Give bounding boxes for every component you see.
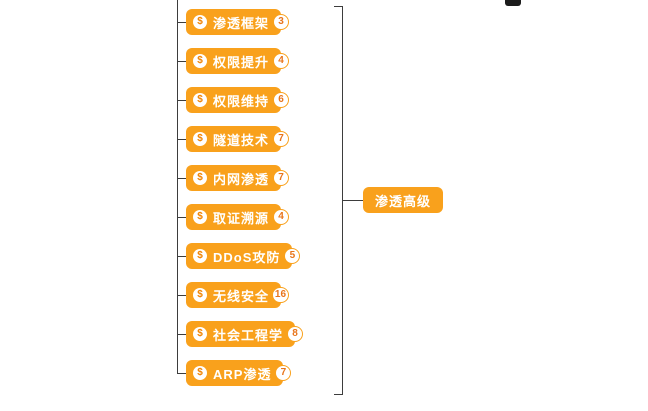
connector-line xyxy=(177,216,186,218)
connector-line xyxy=(177,294,186,296)
topic-node[interactable]: $ 权限维持 6 xyxy=(186,87,290,113)
topic-row: $ 渗透框架 3 xyxy=(177,9,295,35)
summary-connector-line xyxy=(342,200,363,201)
count-badge[interactable]: 4 xyxy=(273,209,290,225)
topic-list: $ 渗透框架 3 $ 权限提升 4 $ 权限维持 6 $ xyxy=(177,9,304,386)
topic-node[interactable]: $ 无线安全 16 xyxy=(186,282,290,308)
dollar-icon: $ xyxy=(193,15,207,29)
clipped-node-fragment xyxy=(505,0,521,6)
count-badge[interactable]: 8 xyxy=(287,326,304,342)
connector-line xyxy=(177,255,186,257)
topic-node[interactable]: $ 渗透框架 3 xyxy=(186,9,290,35)
topic-row: $ 取证溯源 4 xyxy=(177,204,295,230)
topic-node[interactable]: $ ARP渗透 7 xyxy=(186,360,292,386)
topic-row: $ 隧道技术 7 xyxy=(177,126,295,152)
count-badge[interactable]: 7 xyxy=(275,365,292,381)
dollar-icon: $ xyxy=(193,366,207,380)
topic-label: 取证溯源 xyxy=(213,210,270,226)
topic-label: 内网渗透 xyxy=(213,171,270,187)
connector-line xyxy=(177,60,186,62)
topic-node[interactable]: $ 内网渗透 7 xyxy=(186,165,290,191)
connector-line xyxy=(177,177,186,179)
dollar-icon: $ xyxy=(193,288,207,302)
connector-line xyxy=(177,138,186,140)
topic-node[interactable]: $ 取证溯源 4 xyxy=(186,204,290,230)
topic-node[interactable]: $ 权限提升 4 xyxy=(186,48,290,74)
dollar-icon: $ xyxy=(193,132,207,146)
topic-label: ARP渗透 xyxy=(213,366,272,382)
topic-label: 权限提升 xyxy=(213,54,270,70)
count-badge[interactable]: 7 xyxy=(273,131,290,147)
topic-row: $ 权限提升 4 xyxy=(177,48,295,74)
dollar-icon: $ xyxy=(193,54,207,68)
dollar-icon: $ xyxy=(193,249,207,263)
count-badge[interactable]: 7 xyxy=(273,170,290,186)
topic-row: $ 内网渗透 7 xyxy=(177,165,295,191)
topic-label: DDoS攻防 xyxy=(213,249,281,265)
count-badge[interactable]: 4 xyxy=(273,53,290,69)
count-badge[interactable]: 16 xyxy=(271,287,290,303)
topic-node[interactable]: $ 隧道技术 7 xyxy=(186,126,290,152)
count-badge[interactable]: 5 xyxy=(284,248,301,264)
connector-line xyxy=(177,372,186,374)
topic-label: 无线安全 xyxy=(213,288,270,304)
connector-line xyxy=(177,21,186,23)
topic-row: $ 社会工程学 8 xyxy=(177,321,304,347)
topic-row: $ ARP渗透 7 xyxy=(177,360,295,386)
topic-row: $ 权限维持 6 xyxy=(177,87,295,113)
topic-label: 社会工程学 xyxy=(213,327,284,343)
topic-row: $ DDoS攻防 5 xyxy=(177,243,301,269)
dollar-icon: $ xyxy=(193,171,207,185)
count-badge[interactable]: 3 xyxy=(273,14,290,30)
topic-label: 隧道技术 xyxy=(213,132,270,148)
dollar-icon: $ xyxy=(193,93,207,107)
topic-node[interactable]: $ DDoS攻防 5 xyxy=(186,243,301,269)
connector-line xyxy=(177,333,186,335)
count-badge[interactable]: 6 xyxy=(273,92,290,108)
summary-node[interactable]: 渗透高级 xyxy=(363,187,444,213)
topic-label: 渗透框架 xyxy=(213,15,270,31)
summary-label: 渗透高级 xyxy=(375,193,432,209)
connector-line xyxy=(177,99,186,101)
topic-label: 权限维持 xyxy=(213,93,270,109)
topic-node[interactable]: $ 社会工程学 8 xyxy=(186,321,304,347)
dollar-icon: $ xyxy=(193,210,207,224)
branch-trunk-line xyxy=(177,0,178,374)
dollar-icon: $ xyxy=(193,327,207,341)
topic-row: $ 无线安全 16 xyxy=(177,282,295,308)
